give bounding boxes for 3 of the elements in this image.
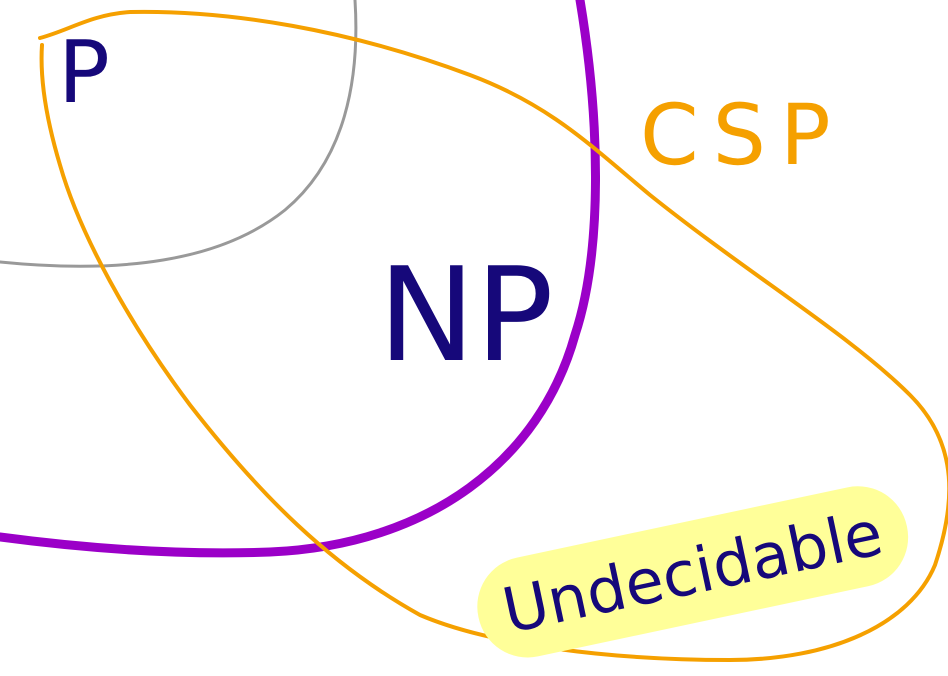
set-label: CSP [640, 93, 845, 177]
set-label: P [58, 30, 110, 116]
set-label: NP [378, 250, 554, 380]
